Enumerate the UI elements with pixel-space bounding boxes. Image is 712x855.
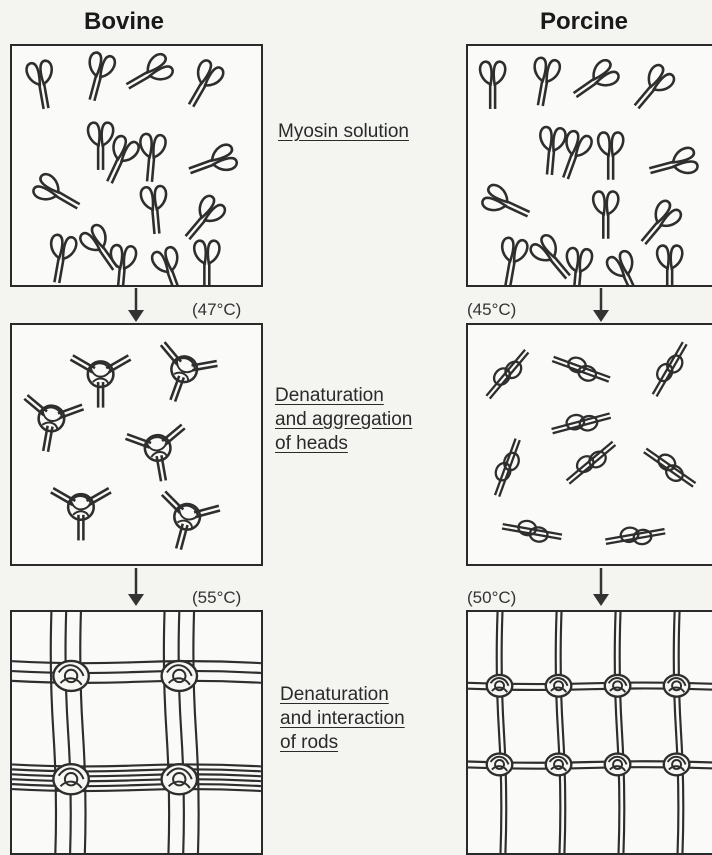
network-node (53, 661, 88, 691)
rod-strand (12, 764, 261, 766)
porcine-rod-network-panel (466, 610, 712, 855)
network-node (546, 675, 572, 697)
network-node (53, 764, 88, 794)
myosin-molecule (31, 172, 85, 217)
head-aggregate (144, 341, 219, 411)
rod-strand (179, 612, 184, 853)
network-node (546, 754, 572, 776)
myosin-molecule (634, 198, 684, 250)
rod-strand (12, 681, 261, 683)
porcine-arrow-2 (589, 568, 613, 608)
rod-strand (80, 612, 85, 853)
rod-strand (12, 769, 261, 771)
rod-strand (12, 671, 261, 673)
myosin-molecule (598, 132, 623, 179)
myosin-molecule (137, 133, 166, 182)
myosin-molecule (98, 134, 141, 187)
rod-strand (51, 612, 56, 853)
myosin-molecule (121, 52, 175, 97)
myosin-molecule (568, 58, 621, 106)
rod-strand (193, 612, 198, 853)
head-pair-aggregate (550, 406, 613, 440)
head-pair-aggregate (562, 436, 620, 489)
myosin-molecule (185, 143, 238, 183)
myosin-molecule (647, 146, 699, 183)
myosin-molecule (528, 57, 561, 108)
porcine-stage3-temperature: (50°C) (467, 588, 516, 608)
rod-strand (12, 774, 261, 776)
rod-strand (12, 784, 261, 786)
porcine-stage2-temperature: (45°C) (467, 300, 516, 320)
rod-strand (164, 612, 169, 853)
stage-label-myosin-solution: Myosin solution (278, 120, 409, 144)
myosin-molecule (178, 193, 228, 245)
bovine-myosin-panel (10, 44, 263, 287)
myosin-molecule (554, 129, 594, 182)
rod-strand (66, 612, 71, 853)
bovine-arrow-2 (124, 568, 148, 608)
myosin-molecule (627, 63, 677, 115)
porcine-head-aggregation-panel (466, 323, 712, 566)
bovine-rod-network-panel (10, 610, 263, 855)
bovine-stage3-temperature: (55°C) (192, 588, 241, 608)
head-aggregate (51, 488, 111, 540)
head-pair-aggregate (550, 350, 613, 388)
head-aggregate (16, 395, 85, 457)
myosin-molecule (150, 246, 190, 285)
myosin-molecule (563, 248, 592, 285)
network-node (605, 675, 631, 697)
rod-strand (12, 789, 261, 791)
myosin-molecule (25, 60, 58, 111)
myosin-molecule (605, 249, 648, 285)
myosin-molecule (657, 246, 682, 285)
myosin-molecule (495, 237, 528, 285)
network-node (162, 764, 197, 794)
network-node (605, 754, 631, 776)
head-pair-aggregate (488, 436, 526, 499)
head-aggregate (125, 424, 194, 486)
myosin-molecule (480, 62, 505, 109)
network-node (664, 754, 690, 776)
rod-strand (12, 661, 261, 663)
myosin-molecule (180, 58, 225, 112)
network-node (487, 675, 513, 697)
head-pair-aggregate (501, 517, 564, 546)
myosin-molecule (80, 51, 117, 103)
myosin-molecule (44, 234, 77, 285)
network-node (664, 675, 690, 697)
head-pair-aggregate (640, 442, 700, 492)
porcine-title: Porcine (540, 8, 628, 36)
head-aggregate (70, 355, 130, 407)
porcine-myosin-panel (466, 44, 712, 287)
myosin-molecule (88, 123, 113, 170)
myosin-molecule (537, 127, 566, 176)
myosin-molecule (194, 241, 219, 285)
myosin-molecule (107, 245, 136, 285)
stage-label-rod-interaction: Denaturation and interaction of rods (280, 683, 405, 755)
head-pair-aggregate (481, 345, 534, 403)
bovine-arrow-1 (124, 288, 148, 324)
bovine-stage2-temperature: (47°C) (192, 300, 241, 320)
network-node (487, 754, 513, 776)
myosin-molecule (528, 233, 578, 285)
bovine-title: Bovine (84, 8, 164, 36)
porcine-arrow-1 (589, 288, 613, 324)
head-pair-aggregate (646, 338, 692, 399)
stage-label-head-aggregation: Denaturation and aggregation of heads (275, 384, 412, 456)
myosin-molecule (480, 183, 533, 226)
myosin-molecule (593, 192, 618, 239)
head-aggregate (149, 491, 221, 557)
rod-strand (12, 779, 261, 781)
bovine-head-aggregation-panel (10, 323, 263, 566)
myosin-molecule (140, 186, 169, 235)
network-node (162, 661, 197, 691)
head-pair-aggregate (604, 522, 667, 551)
